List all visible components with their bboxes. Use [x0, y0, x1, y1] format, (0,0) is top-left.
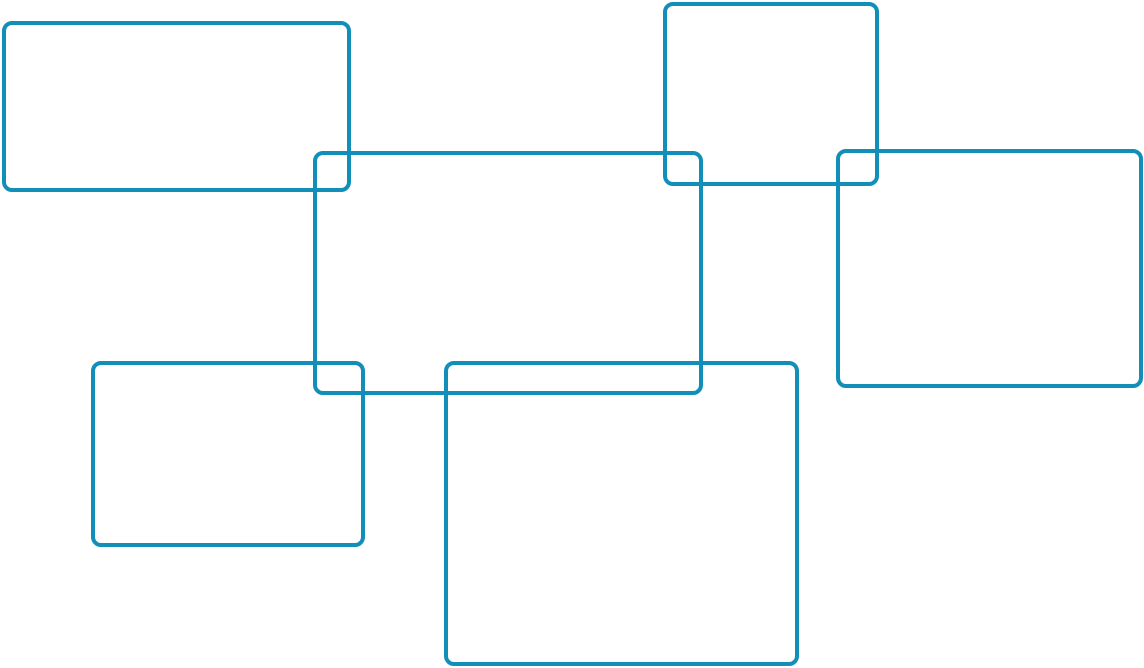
rounded-box-top-left — [2, 21, 351, 192]
rounded-box-top-center-right — [663, 2, 879, 186]
rounded-box-bottom-center — [444, 361, 799, 666]
rounded-box-center — [313, 151, 703, 395]
rounded-box-right — [836, 149, 1143, 388]
rounded-box-bottom-left — [91, 361, 365, 547]
